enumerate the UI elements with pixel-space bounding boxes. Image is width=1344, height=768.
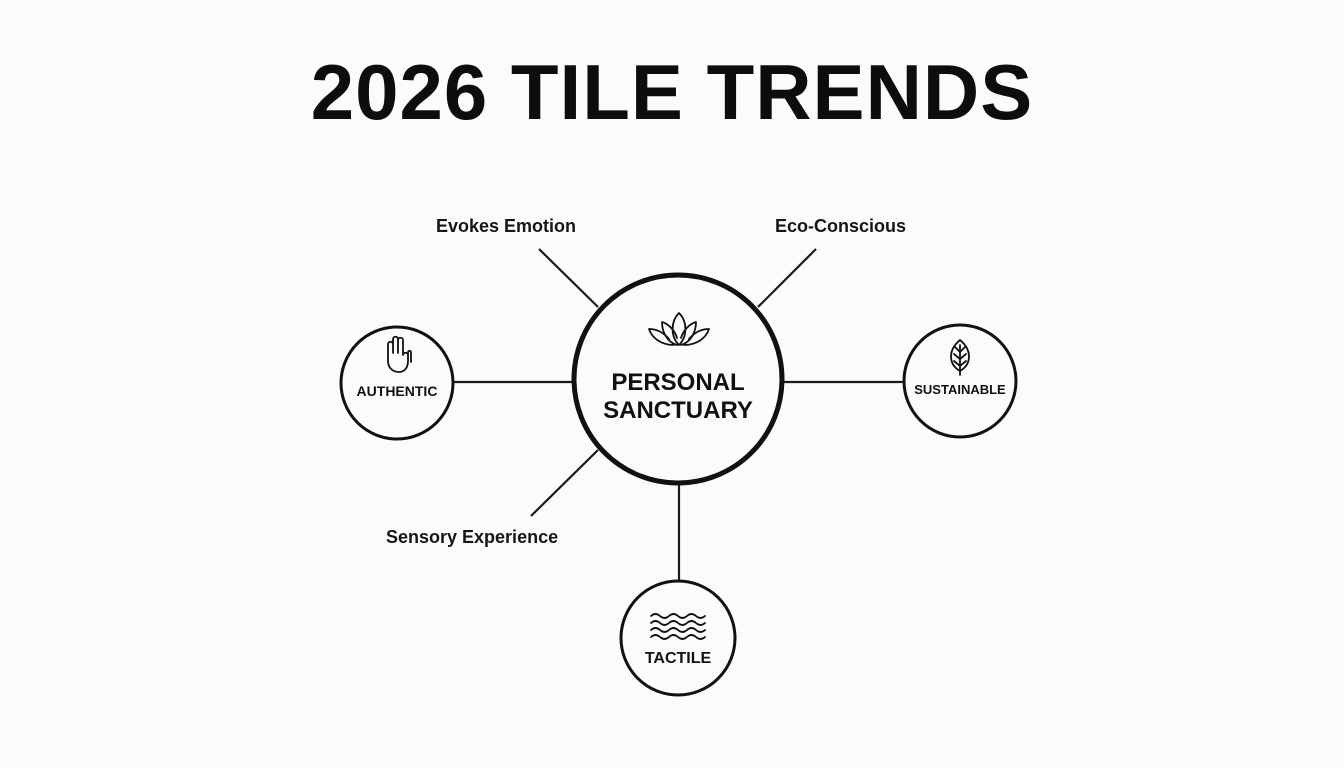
sustainable-label: SUSTAINABLE [914,382,1006,397]
center-node: PERSONAL SANCTUARY [571,272,785,486]
leaf-icon [950,339,970,376]
connector-sensory-experience [530,449,599,517]
branch-label-eco-conscious: Eco-Conscious [775,216,907,236]
center-label-line1: PERSONAL [611,369,744,396]
connector-evokes-emotion [538,248,599,308]
center-label-line2: SANCTUARY [603,397,753,424]
branch-label-evokes-emotion: Evokes Emotion [436,216,577,236]
authentic-label: AUTHENTIC [357,383,438,399]
sustainable-node: SUSTAINABLE [902,323,1018,439]
lotus-icon [648,312,710,346]
connector-eco-conscious [757,248,817,308]
page-title: 2026 TILE TRENDS [310,48,1034,136]
branch-label-sensory-experience: Sensory Experience [386,527,559,547]
waves-icon [650,613,706,640]
authentic-node: AUTHENTIC [339,325,455,441]
hand-icon [387,335,412,373]
tactile-node: TACTILE [619,579,737,697]
tactile-label: TACTILE [645,650,712,667]
